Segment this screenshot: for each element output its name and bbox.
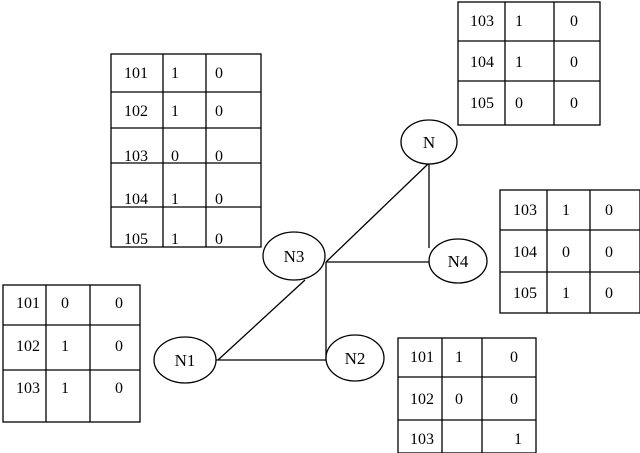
table-cell: 0: [515, 95, 523, 112]
table-cell: 101: [124, 65, 148, 82]
table-row: 103 1 0: [513, 202, 613, 219]
table-cell: 1: [515, 13, 523, 30]
table-cell: 0: [115, 338, 123, 355]
routing-table-top-left: 101 1 0 102 1 0 103 0 0 104 1 0 105 1 0: [110, 53, 262, 248]
table-cell: 101: [410, 349, 434, 366]
table-cell: 1: [562, 202, 570, 219]
table-row: 105 1 0: [124, 231, 223, 248]
table-row: 103 1 0: [470, 13, 578, 30]
table-cell: 0: [215, 103, 223, 120]
node-n2-label: N2: [345, 349, 366, 368]
node-n1-label: N1: [175, 351, 196, 370]
node-n3-label: N3: [284, 247, 305, 266]
table-row: 104 1 0: [124, 191, 223, 208]
node-n1: N1: [153, 336, 217, 384]
table-cell: 0: [455, 391, 463, 408]
table-row: 102 1 0: [124, 103, 223, 120]
table-cell: 1: [455, 349, 463, 366]
table-row: 105 0 0: [470, 95, 578, 112]
table-cell: 1: [171, 191, 179, 208]
table-cell: 0: [570, 95, 578, 112]
table-cell: 0: [605, 244, 613, 261]
table-row: 104 0 0: [513, 244, 613, 261]
table-row: 103 0 0: [124, 148, 223, 165]
table-cell: 102: [410, 391, 434, 408]
table-cell: 0: [510, 391, 518, 408]
table-cell: 0: [215, 65, 223, 82]
table-cell: 101: [16, 295, 40, 312]
link-n3-n: [325, 163, 429, 263]
table-cell: 0: [61, 295, 69, 312]
table-cell: 0: [171, 148, 179, 165]
table-row: 101 1 0: [410, 349, 518, 366]
table-cell: 103: [124, 148, 148, 165]
table-cell: 105: [470, 95, 494, 112]
table-cell: 0: [115, 295, 123, 312]
table-cell: 0: [570, 13, 578, 30]
network-links: [216, 163, 430, 361]
node-n4: N4: [428, 238, 488, 284]
table-row: 103 1: [410, 431, 522, 448]
table-cell: 1: [171, 231, 179, 248]
table-cell: 104: [470, 54, 494, 71]
routing-table-top-right: 103 1 0 104 1 0 105 0 0: [457, 1, 601, 126]
table-cell: 104: [513, 244, 537, 261]
table-cell: 0: [570, 54, 578, 71]
table-cell: 103: [513, 202, 537, 219]
table-row: 102 1 0: [16, 338, 123, 355]
table-cell: 1: [61, 338, 69, 355]
table-cell: 0: [115, 380, 123, 397]
table-row: 105 1 0: [513, 285, 613, 302]
routing-table-bottom-right: 101 1 0 102 0 0 103 1: [397, 337, 537, 453]
node-n: N: [400, 119, 458, 165]
table-cell: 0: [215, 148, 223, 165]
link-n3-n1: [217, 279, 306, 361]
table-cell: 0: [215, 191, 223, 208]
table-cell: 103: [16, 380, 40, 397]
table-cell: 1: [515, 54, 523, 71]
table-cell: 1: [562, 285, 570, 302]
table-row: 101 0 0: [16, 295, 123, 312]
node-n2: N2: [325, 334, 385, 382]
node-n-label: N: [423, 133, 435, 152]
table-cell: 103: [410, 431, 434, 448]
routing-table-bottom-left: 101 0 0 102 1 0 103 1 0: [2, 284, 141, 423]
table-cell: 0: [510, 349, 518, 366]
table-row: 101 1 0: [124, 65, 223, 82]
table-cell: 105: [124, 231, 148, 248]
table-cell: 0: [605, 202, 613, 219]
table-cell: 103: [470, 13, 494, 30]
table-cell: 105: [513, 285, 537, 302]
table-cell: 102: [124, 103, 148, 120]
table-cell: 1: [61, 380, 69, 397]
node-n4-label: N4: [448, 252, 469, 271]
table-cell: 104: [124, 191, 148, 208]
table-cell: 1: [514, 431, 522, 448]
table-row: 103 1 0: [16, 380, 123, 397]
table-row: 104 1 0: [470, 54, 578, 71]
routing-table-right: 103 1 0 104 0 0 105 1 0: [499, 189, 640, 314]
table-cell: 1: [171, 103, 179, 120]
table-cell: 0: [562, 244, 570, 261]
table-cell: 0: [215, 231, 223, 248]
table-row: 102 0 0: [410, 391, 518, 408]
table-cell: 0: [605, 285, 613, 302]
node-n3: N3: [262, 231, 326, 281]
table-cell: 1: [171, 65, 179, 82]
table-cell: 102: [16, 338, 40, 355]
